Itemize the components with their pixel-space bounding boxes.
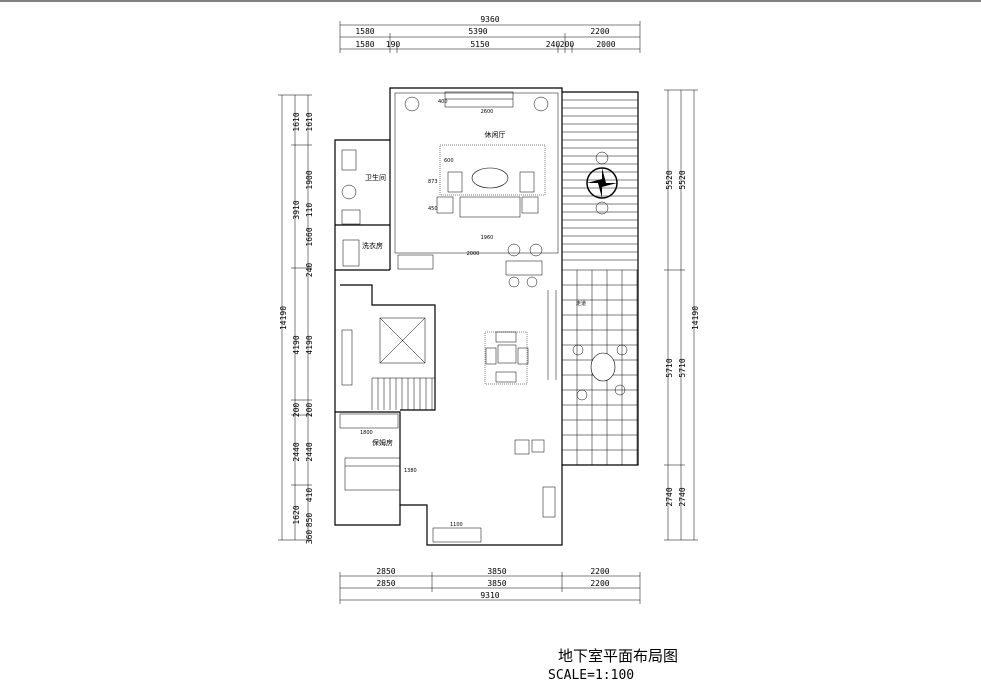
dim-top-r2-a: 1580 bbox=[355, 27, 374, 36]
stair-core bbox=[340, 284, 436, 411]
dim-left-i2: 110 bbox=[305, 203, 314, 218]
dim-right-i1: 5710 bbox=[678, 358, 687, 377]
small-label-873: 873 bbox=[428, 179, 438, 185]
room-label-aisle: 走道 bbox=[576, 300, 586, 307]
dim-right-m1: 5710 bbox=[665, 358, 674, 377]
nanny-room bbox=[335, 411, 401, 505]
dim-left-m3: 200 bbox=[292, 403, 301, 418]
dim-top-r2-c: 2200 bbox=[590, 27, 609, 36]
dim-right-i0: 5520 bbox=[678, 170, 687, 189]
dim-right-i2: 2740 bbox=[678, 487, 687, 506]
dim-top-total: 9360 bbox=[480, 15, 499, 24]
room-label-leisure-hall: 休闲厅 bbox=[485, 130, 506, 139]
dim-left-m4: 2440 bbox=[292, 442, 301, 461]
dim-bot-r2-b: 3850 bbox=[487, 579, 506, 588]
dim-right-m2: 2740 bbox=[665, 487, 674, 506]
bottom-dimension-lines bbox=[339, 572, 641, 604]
dim-top-r3-d: 240 bbox=[546, 40, 561, 49]
small-label-1800: 1800 bbox=[360, 430, 373, 436]
dim-left-i6: 200 bbox=[305, 403, 314, 418]
dim-left-total: 14190 bbox=[279, 306, 288, 330]
dim-left-m5: 1620 bbox=[292, 505, 301, 524]
central-seating bbox=[432, 290, 557, 543]
dim-bot-r2-a: 2850 bbox=[376, 579, 395, 588]
left-dim-texts: 14190 1610 3910 4190 200 2440 1620 1610 … bbox=[279, 112, 314, 544]
dim-right-total: 14190 bbox=[691, 306, 700, 330]
dim-left-i5: 4190 bbox=[305, 335, 314, 354]
dim-left-i8: 410 bbox=[305, 488, 314, 503]
small-label-2600: 2600 bbox=[481, 109, 494, 115]
dim-left-i3: 1660 bbox=[305, 227, 314, 246]
right-dimension-lines bbox=[664, 89, 698, 541]
right-terrace bbox=[561, 92, 638, 465]
dim-top-r3-f: 2000 bbox=[596, 40, 615, 49]
leisure-hall bbox=[394, 91, 559, 288]
small-label-2000: 2000 bbox=[467, 251, 480, 257]
dim-left-i7: 2440 bbox=[305, 442, 314, 461]
left-dimension-lines bbox=[278, 94, 312, 541]
small-label-600: 600 bbox=[444, 158, 454, 164]
dim-left-i9: 850 bbox=[305, 513, 314, 528]
dim-top-r3-e: 200 bbox=[560, 40, 575, 49]
bathroom-laundry-block bbox=[335, 140, 391, 271]
outer-wall bbox=[334, 87, 639, 546]
dim-left-m0: 1610 bbox=[292, 112, 301, 131]
drawing-scale: SCALE=1:100 bbox=[548, 668, 635, 683]
small-label-450: 450 bbox=[428, 206, 438, 212]
dim-bot-r1-a: 2850 bbox=[376, 567, 395, 576]
dim-top-r3-b: 190 bbox=[386, 40, 401, 49]
room-label-laundry: 洗衣房 bbox=[362, 241, 383, 250]
dim-left-m1: 3910 bbox=[292, 200, 301, 219]
dim-bot-r2-c: 2200 bbox=[590, 579, 609, 588]
dim-bot-r1-c: 2200 bbox=[590, 567, 609, 576]
dim-left-i0: 1610 bbox=[305, 112, 314, 131]
dim-bot-total: 9310 bbox=[480, 591, 499, 600]
dim-top-r3-c: 5150 bbox=[470, 40, 489, 49]
small-label-1960: 1960 bbox=[481, 235, 494, 241]
room-label-bathroom: 卫生间 bbox=[365, 173, 386, 182]
top-dimension-lines bbox=[339, 21, 641, 53]
dim-left-i10: 360 bbox=[305, 530, 314, 545]
small-label-1380: 1380 bbox=[404, 468, 417, 474]
dim-bot-r1-b: 3850 bbox=[487, 567, 506, 576]
dim-left-i1: 1900 bbox=[305, 170, 314, 189]
small-label-400: 400 bbox=[438, 99, 448, 105]
dim-top-r3-a: 1580 bbox=[355, 40, 374, 49]
dim-right-m0: 5520 bbox=[665, 170, 674, 189]
dim-left-i4: 240 bbox=[305, 263, 314, 278]
room-label-nanny: 保姆房 bbox=[372, 438, 393, 447]
dim-top-r2-b: 5390 bbox=[468, 27, 487, 36]
small-label-1100: 1100 bbox=[450, 522, 463, 528]
drawing-title: 地下室平面布局图 bbox=[558, 647, 679, 665]
dim-left-m2: 4190 bbox=[292, 335, 301, 354]
